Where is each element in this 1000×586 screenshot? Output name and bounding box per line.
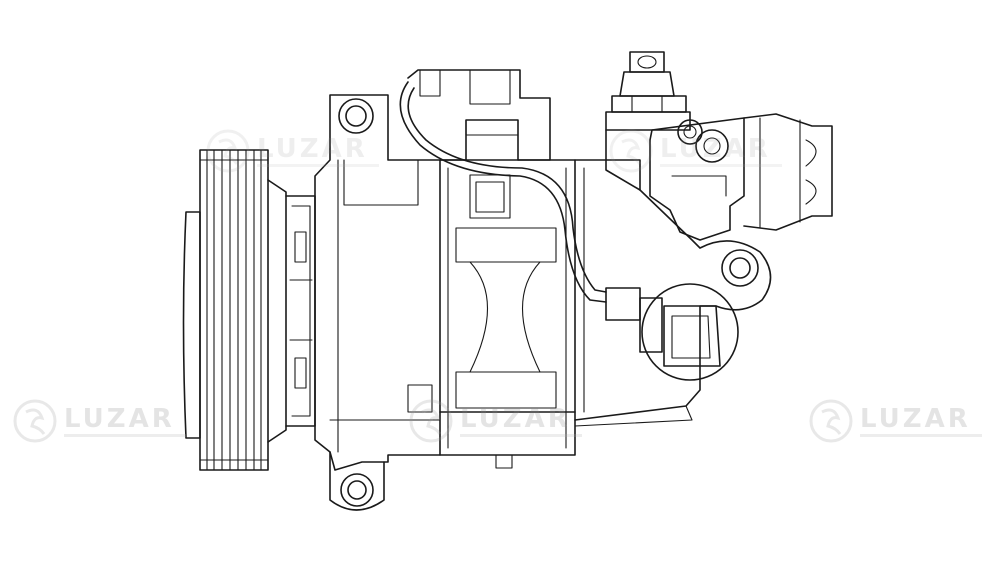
front-housing [314, 94, 441, 511]
watermark-left: LUZAR [12, 398, 186, 444]
port-block [649, 113, 833, 241]
pulley [182, 149, 287, 471]
watermark-rule [860, 433, 982, 437]
luzar-logo-icon [609, 129, 653, 173]
watermark-brand: LUZAR [257, 133, 368, 164]
watermark-brand: LUZAR [860, 403, 971, 434]
watermark-rule [460, 433, 582, 437]
watermark-rule [257, 163, 379, 167]
switch-connector [605, 283, 739, 381]
upper-service-valve [605, 51, 691, 191]
clutch-hub [285, 195, 316, 427]
watermark-brand: LUZAR [660, 133, 771, 164]
watermark-top-left: LUZAR [205, 128, 379, 174]
cylinder-body [407, 159, 576, 469]
watermark-brand: LUZAR [460, 403, 571, 434]
wire-harness [399, 81, 607, 303]
watermark-center: LUZAR [408, 398, 582, 444]
watermark-rule [660, 163, 782, 167]
luzar-logo-icon [206, 129, 250, 173]
rear-housing [574, 159, 772, 427]
watermark-right: LUZAR [808, 398, 982, 444]
top-connector [407, 69, 551, 219]
luzar-logo-icon [409, 399, 453, 443]
watermark-rule [64, 433, 186, 437]
luzar-logo-icon [13, 399, 57, 443]
watermark-top-right: LUZAR [608, 128, 782, 174]
watermark-brand: LUZAR [64, 403, 175, 434]
luzar-logo-icon [809, 399, 853, 443]
